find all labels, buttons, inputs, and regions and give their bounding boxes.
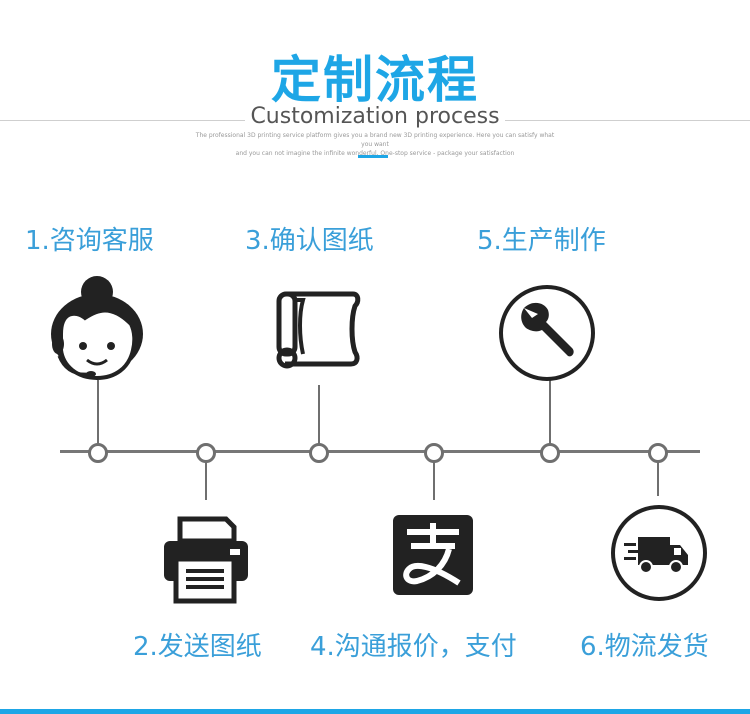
step-5-label: 5.生产制作 <box>477 226 606 256</box>
step-2-label: 2.发送图纸 <box>133 632 262 662</box>
page-subtitle: Customization process <box>250 104 500 129</box>
step-1-node <box>88 443 108 463</box>
step-4-label: 4.沟通报价，支付 <box>310 632 517 662</box>
step-6-node <box>648 443 668 463</box>
step-5-node <box>540 443 560 463</box>
header-divider-right <box>505 120 750 121</box>
header-divider-left <box>0 120 245 121</box>
step-3-node <box>309 443 329 463</box>
scroll-drawing-icon <box>276 291 361 369</box>
tagline-line-1: The professional 3D printing service pla… <box>195 132 555 148</box>
printer-icon <box>164 516 248 604</box>
title-accent-bar <box>358 155 388 158</box>
step-2-connector <box>205 458 207 500</box>
step-3-label: 3.确认图纸 <box>245 226 374 256</box>
customer-service-icon <box>51 276 143 381</box>
step-5-connector <box>549 380 551 445</box>
step-4-node <box>424 443 444 463</box>
step-6-connector <box>657 458 659 496</box>
wrench-icon <box>499 285 595 381</box>
bottom-accent-rule <box>0 709 750 714</box>
step-6-label: 6.物流发货 <box>580 632 709 662</box>
step-3-connector <box>318 385 320 445</box>
step-2-node <box>196 443 216 463</box>
tagline: The professional 3D printing service pla… <box>190 131 560 158</box>
delivery-truck-icon <box>611 505 707 601</box>
tagline-line-2: and you can not imagine the infinite won… <box>235 150 515 157</box>
step-4-connector <box>433 458 435 500</box>
step-1-label: 1.咨询客服 <box>25 226 154 256</box>
alipay-icon <box>393 515 473 595</box>
timeline-line <box>60 450 700 453</box>
step-1-connector <box>97 380 99 445</box>
page-title: 定制流程 <box>271 51 479 109</box>
